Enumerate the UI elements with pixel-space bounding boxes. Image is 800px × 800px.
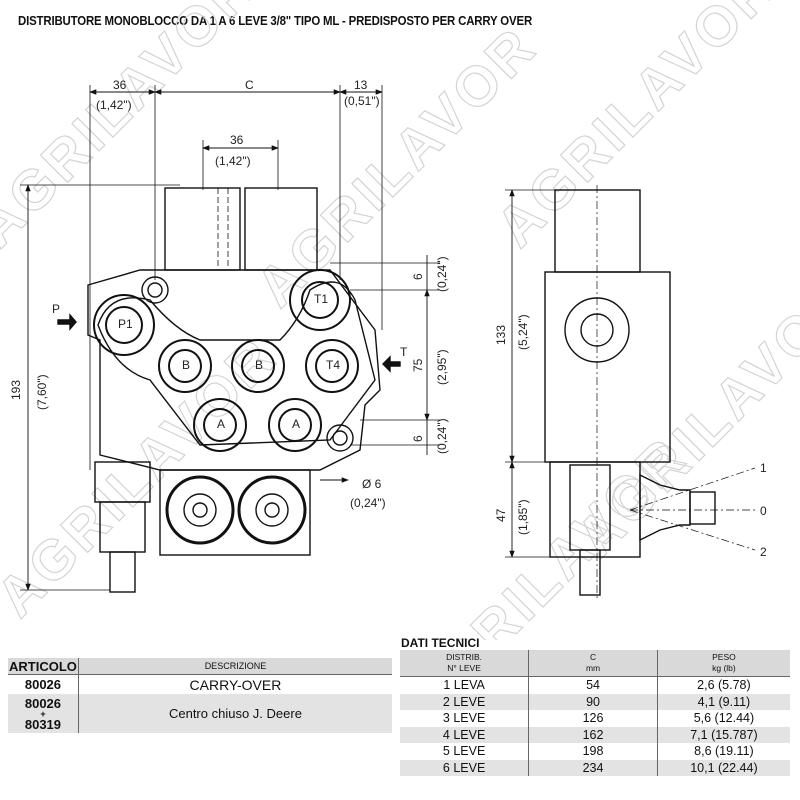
svg-text:A: A <box>292 417 300 431</box>
svg-text:75: 75 <box>411 358 425 372</box>
svg-text:(0,24"): (0,24") <box>350 496 386 510</box>
svg-text:(5,24"): (5,24") <box>516 314 530 350</box>
svg-text:C: C <box>245 78 254 92</box>
articles-table: ARTICOLO DESCRIZIONE 80026 CARRY-OVER 80… <box>8 658 392 733</box>
svg-text:(2,95"): (2,95") <box>435 349 449 385</box>
table-header: ARTICOLO DESCRIZIONE <box>8 658 392 675</box>
lever-position-0: 0 <box>760 504 767 518</box>
svg-text:6: 6 <box>411 435 425 442</box>
svg-text:AGRILAVOR: AGRILAVOR <box>564 264 800 569</box>
svg-text:T1: T1 <box>314 292 328 306</box>
svg-text:(0,24"): (0,24") <box>435 256 449 292</box>
page-title: DISTRIBUTORE MONOBLOCCO DA 1 A 6 LEVE 3/… <box>18 13 533 28</box>
svg-text:36: 36 <box>230 133 244 147</box>
svg-text:B: B <box>255 358 263 372</box>
svg-text:T: T <box>400 345 408 359</box>
svg-text:(0,51"): (0,51") <box>344 94 380 108</box>
svg-text:AGRILAVOR: AGRILAVOR <box>244 14 549 319</box>
svg-text:A: A <box>217 417 225 431</box>
svg-text:36: 36 <box>113 78 127 92</box>
lever-position-1: 1 <box>760 461 767 475</box>
svg-text:47: 47 <box>494 508 508 522</box>
table-row: 80026 CARRY-OVER <box>8 674 392 694</box>
svg-text:B: B <box>182 358 190 372</box>
technical-drawing: AGRILAVOR AGRILAVOR AGRILAVOR AGRILAVOR … <box>0 0 800 640</box>
side-view <box>505 185 756 600</box>
svg-text:193: 193 <box>9 380 23 400</box>
svg-text:Ø 6: Ø 6 <box>362 477 382 491</box>
svg-text:AGRILAVOR: AGRILAVOR <box>0 324 289 629</box>
svg-text:(1,42"): (1,42") <box>96 98 132 112</box>
svg-text:(7,60"): (7,60") <box>35 374 49 410</box>
front-view <box>20 85 440 593</box>
svg-text:133: 133 <box>494 325 508 345</box>
table-row: 80026 + 80319 Centro chiuso J. Deere <box>8 694 392 733</box>
svg-text:(1,42"): (1,42") <box>215 154 251 168</box>
svg-text:AGRILAVOR: AGRILAVOR <box>484 0 789 258</box>
tech-data-title: DATI TECNICI <box>401 636 480 650</box>
svg-text:P: P <box>52 302 60 316</box>
svg-text:P1: P1 <box>118 317 133 331</box>
side-view-labels: 133 (5,24") 47 (1,85") 1 0 2 <box>494 314 767 559</box>
svg-text:(0,24"): (0,24") <box>435 418 449 454</box>
lever-position-2: 2 <box>760 545 767 559</box>
svg-text:T4: T4 <box>326 358 340 372</box>
svg-text:6: 6 <box>411 273 425 280</box>
front-view-labels: 36 (1,42") C 13 (0,51") 36 (1,42") 193 (… <box>9 78 449 510</box>
svg-text:13: 13 <box>354 78 368 92</box>
svg-text:(1,85"): (1,85") <box>516 499 530 535</box>
